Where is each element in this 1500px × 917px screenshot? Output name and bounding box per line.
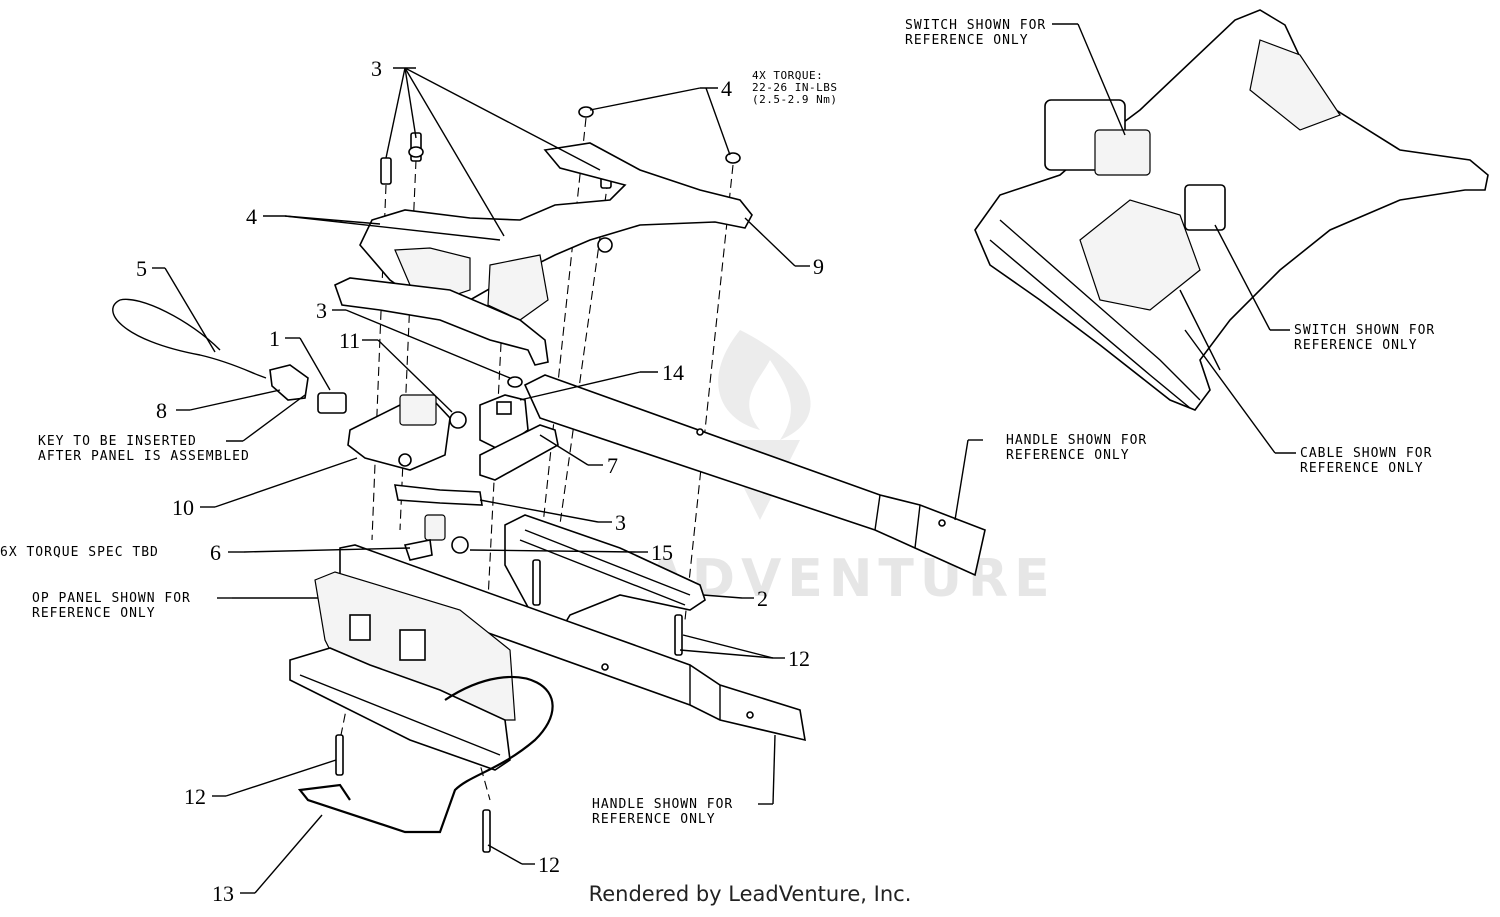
switch-top-note-line1: SWITCH SHOWN FOR: [905, 18, 1046, 33]
cable-note-line2: REFERENCE ONLY: [1300, 461, 1424, 476]
torque-4x-line2: 22-26 IN-LBS: [752, 81, 837, 94]
bail-handle: [297, 675, 554, 834]
spring: [449, 411, 467, 429]
callout-3-top: 3: [371, 56, 382, 81]
callout-7: 7: [607, 453, 618, 478]
callout-numbers: 3 4 4 9 5 3 1 11 14 8 7 10 3 6 15 2 12 1…: [136, 56, 824, 906]
handle-lower-note-line2: REFERENCE ONLY: [592, 812, 716, 827]
callout-12-right: 12: [788, 646, 810, 671]
callout-1: 1: [269, 326, 280, 351]
callout-10: 10: [172, 495, 194, 520]
bottom-tray: [289, 647, 511, 771]
part-7-bracket: [479, 424, 559, 481]
curved-cover-bar: [334, 277, 549, 366]
callout-15: 15: [651, 540, 673, 565]
torque-4x-line3: (2.5-2.9 Nm): [752, 93, 837, 106]
callout-6: 6: [210, 540, 221, 565]
upper-handle: [523, 374, 986, 577]
torque-6x-note: 6X TORQUE SPEC TBD: [0, 545, 159, 560]
callout-9: 9: [813, 254, 824, 279]
cable-note-line1: CABLE SHOWN FOR: [1300, 446, 1432, 461]
switch-right-note-line1: SWITCH SHOWN FOR: [1294, 323, 1435, 338]
op-panel-note-line1: OP PANEL SHOWN FOR: [32, 591, 191, 606]
switch-right-note-line2: REFERENCE ONLY: [1294, 338, 1418, 353]
handle-upper-note-line2: REFERENCE ONLY: [1006, 448, 1130, 463]
key-note-line1: KEY TO BE INSERTED: [38, 434, 197, 449]
linkage-arm: [394, 484, 483, 506]
callout-4-top: 4: [721, 76, 732, 101]
lower-handle: [339, 544, 806, 742]
leader-lines: [152, 23, 1296, 894]
callout-4-left: 4: [246, 204, 257, 229]
callout-13: 13: [212, 881, 234, 906]
rendered-by-footer: Rendered by LeadVenture, Inc.: [588, 882, 912, 906]
callout-3-lower: 3: [615, 510, 626, 535]
callout-12-bottom: 12: [538, 852, 560, 877]
callout-12-left: 12: [184, 784, 206, 809]
handle-lower-note-line1: HANDLE SHOWN FOR: [592, 797, 733, 812]
callout-3-middle: 3: [316, 298, 327, 323]
op-panel-note-line2: REFERENCE ONLY: [32, 606, 156, 621]
handle-upper-note-line1: HANDLE SHOWN FOR: [1006, 433, 1147, 448]
key-note-line2: AFTER PANEL IS ASSEMBLED: [38, 449, 250, 464]
callout-5: 5: [136, 256, 147, 281]
torque-4x-line1: 4X TORQUE:: [752, 69, 823, 82]
main-exploded-view: [112, 106, 986, 853]
inset-switch-view: [974, 9, 1489, 411]
callout-2: 2: [757, 586, 768, 611]
callout-14: 14: [662, 360, 684, 385]
notes: 4X TORQUE: 22-26 IN-LBS (2.5-2.9 Nm) KEY…: [0, 18, 1435, 827]
switch-top-note-line2: REFERENCE ONLY: [905, 33, 1029, 48]
callout-11: 11: [339, 328, 360, 353]
key-socket: [317, 392, 347, 414]
tether-cord: [112, 298, 267, 379]
callout-8: 8: [156, 398, 167, 423]
long-screws: [335, 559, 683, 853]
safety-key: [269, 364, 309, 401]
